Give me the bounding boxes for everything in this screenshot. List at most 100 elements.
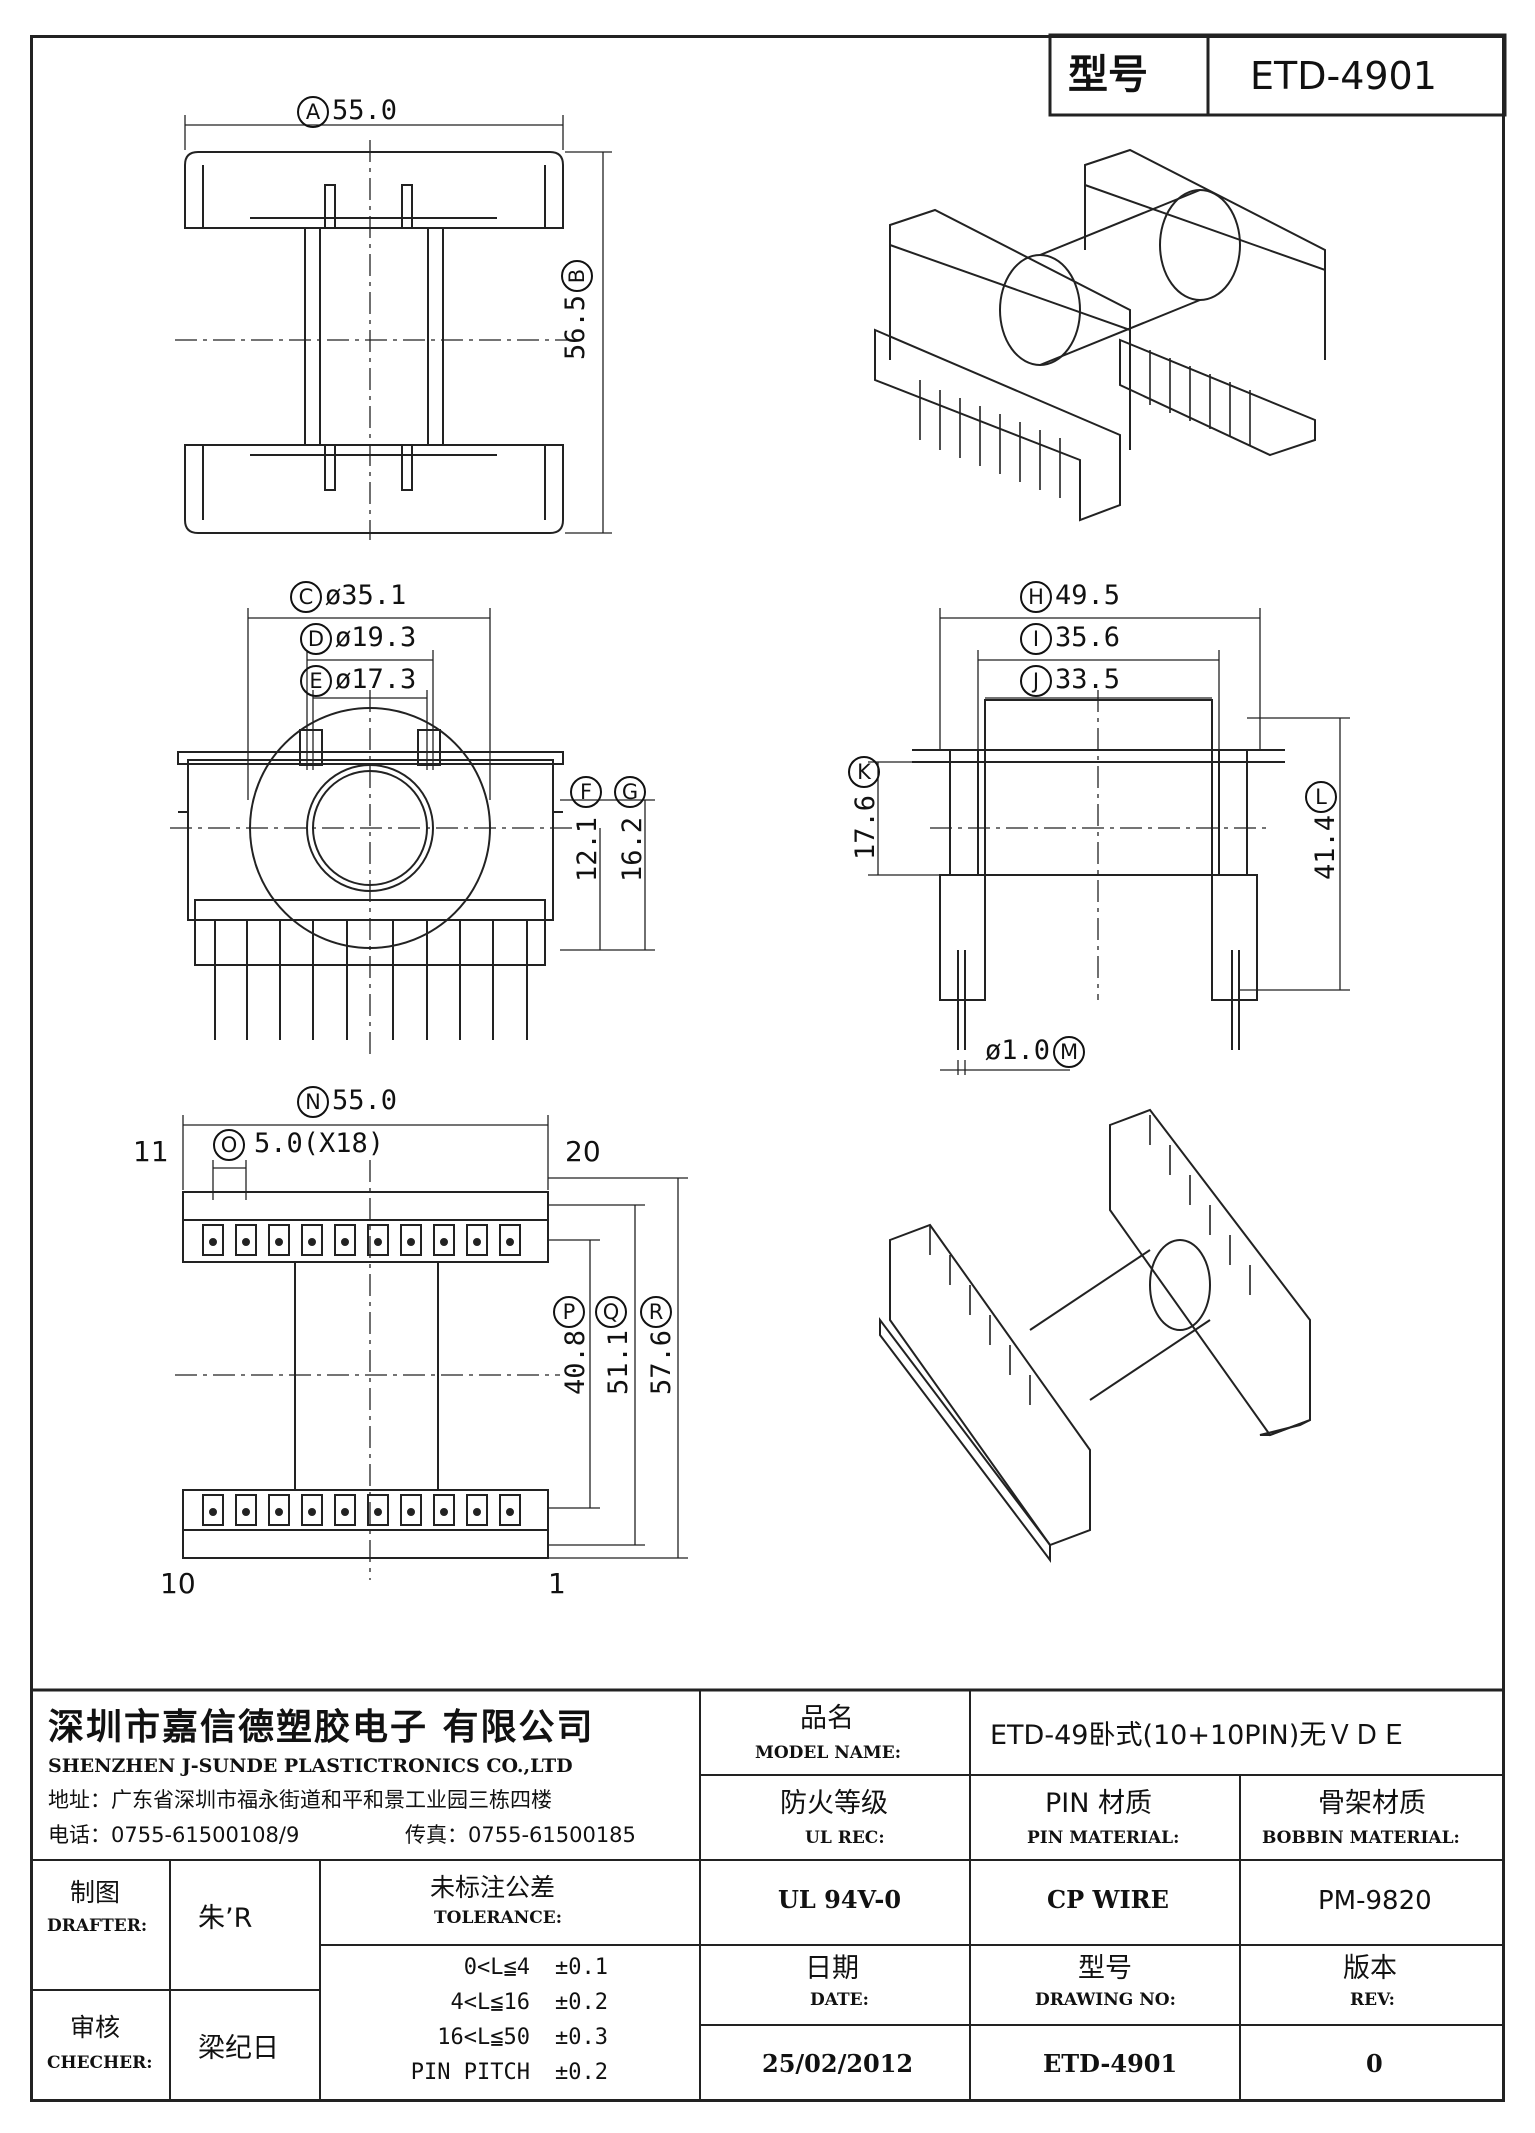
tolerance-cn: 未标注公差: [430, 1873, 556, 1902]
model-name-en: MODEL NAME:: [755, 1743, 901, 1763]
rev-en: REV:: [1350, 1990, 1395, 2010]
dim-P: 40.8: [560, 1329, 591, 1395]
company-fax: 传真：0755-61500185: [405, 1823, 636, 1847]
model-name-value: ETD-49卧式(10+10PIN)无ＶＤＥ: [990, 1720, 1408, 1751]
dim-G-tag: G: [614, 775, 649, 808]
drawing-no-value: ETD-4901: [1043, 2049, 1178, 2078]
pin-hole: [209, 1508, 217, 1516]
dim-lines-side: [868, 608, 1350, 1075]
tolerance-en: TOLERANCE:: [434, 1908, 562, 1928]
ul-value: UL 94V-0: [778, 1885, 902, 1914]
pin-slot: [202, 1494, 224, 1526]
dim-F: 12.1: [572, 816, 603, 882]
titleblock-grid: [30, 1688, 1505, 2102]
pin-material-en: PIN MATERIAL:: [1027, 1828, 1180, 1848]
date-en: DATE:: [810, 1990, 869, 2010]
front-view-outline: [170, 690, 580, 1060]
pin-slot: [499, 1224, 521, 1256]
pin-slot: [400, 1224, 422, 1256]
pin-hole: [242, 1508, 250, 1516]
dim-F-tag: F: [570, 775, 605, 808]
dim-R-tag: R: [640, 1295, 675, 1328]
company-tel: 电话：0755-61500108/9: [48, 1823, 300, 1847]
side-view-outline: [912, 690, 1285, 1050]
drawing-no-en: DRAWING NO:: [1035, 1990, 1176, 2010]
company-name-cn: 深圳市嘉信德塑胶电子 有限公司: [48, 1707, 595, 1748]
dim-B: 56.5B: [560, 257, 593, 360]
pin-hole: [473, 1508, 481, 1516]
pin-hole: [209, 1238, 217, 1246]
pin-hole: [374, 1508, 382, 1516]
pin-hole: [275, 1238, 283, 1246]
pin-slot: [301, 1224, 323, 1256]
dim-R: 57.6: [646, 1329, 677, 1395]
drafter-en: DRAFTER:: [47, 1916, 148, 1936]
pin-label-10: 10: [160, 1567, 196, 1600]
pin-slot: [268, 1494, 290, 1526]
front-pins: [214, 920, 528, 1040]
dim-lines-top: [184, 115, 612, 534]
pin-slot: [400, 1494, 422, 1526]
pin-hole: [275, 1508, 283, 1516]
rev-cn: 版本: [1343, 1953, 1397, 1984]
header-box: [1048, 33, 1507, 117]
pin-hole: [440, 1238, 448, 1246]
date-cn: 日期: [805, 1953, 859, 1984]
pin-material-cn: PIN 材质: [1045, 1788, 1153, 1819]
bottom-pin-slots: [202, 1224, 521, 1526]
iso-view-upper: [874, 148, 1326, 522]
dim-P-tag: P: [553, 1295, 588, 1328]
pin-hole: [473, 1238, 481, 1246]
pin-slot: [466, 1494, 488, 1526]
pin-hole: [242, 1238, 250, 1246]
drawing-no-cn: 型号: [1078, 1953, 1132, 1984]
bobbin-material-cn: 骨架材质: [1318, 1788, 1426, 1819]
pin-slot: [367, 1494, 389, 1526]
dim-L-tag: L: [1305, 780, 1340, 813]
pin-slot: [499, 1494, 521, 1526]
ul-en: UL REC:: [805, 1828, 885, 1848]
dim-lines-front: [247, 608, 655, 951]
dim-Q-tag: Q: [595, 1295, 630, 1328]
company-name-en: SHENZHEN J-SUNDE PLASTICTRONICS CO.,LTD: [48, 1755, 573, 1777]
model-label: 型号: [1068, 52, 1148, 98]
pin-slot: [334, 1494, 356, 1526]
pin-hole: [308, 1238, 316, 1246]
pin-slot: [235, 1494, 257, 1526]
drafter-value: 朱’R: [198, 1903, 253, 1934]
iso-view-lower: [879, 1108, 1311, 1563]
pin-slot: [235, 1224, 257, 1256]
pin-slot: [367, 1224, 389, 1256]
pin-material-value: CP WIRE: [1047, 1885, 1169, 1914]
pin-slot: [202, 1224, 224, 1256]
pin-hole: [407, 1508, 415, 1516]
model-value: ETD-4901: [1250, 54, 1437, 98]
pin-slot: [268, 1224, 290, 1256]
pin-slot: [433, 1494, 455, 1526]
checker-value: 梁纪日: [198, 2033, 279, 2064]
pin-hole: [440, 1508, 448, 1516]
pin-slot: [466, 1224, 488, 1256]
company-address: 地址：广东省深圳市福永街道和平和景工业园三栋四楼: [48, 1788, 552, 1812]
pin-slot: [301, 1494, 323, 1526]
model-name-cn: 品名: [800, 1703, 854, 1734]
dim-lines-bottom: [182, 1115, 688, 1559]
dim-Q: 51.1: [603, 1329, 634, 1395]
dim-K-tag: K: [848, 755, 883, 788]
rev-value: 0: [1366, 2049, 1383, 2078]
dim-L: 41.4: [1310, 814, 1341, 880]
drawing-frame: [30, 35, 1505, 2102]
top-view-outline: [175, 140, 580, 540]
pin-label-1: 1: [548, 1567, 566, 1600]
checker-en: CHECHER:: [47, 2053, 153, 2073]
ul-cn: 防火等级: [780, 1788, 888, 1819]
pin-hole: [341, 1508, 349, 1516]
